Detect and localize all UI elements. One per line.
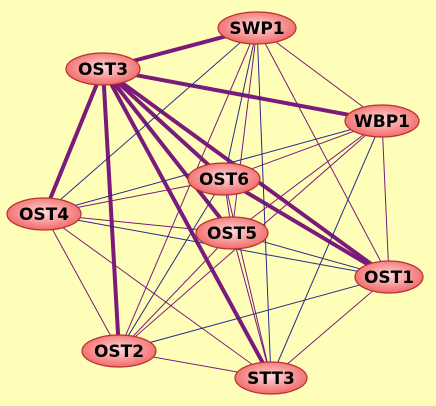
node-shape [187, 162, 261, 196]
node-label: OST1 [364, 268, 414, 288]
node-shape [6, 197, 82, 231]
node-ost6[interactable]: OST6 [187, 162, 261, 196]
node-label: OST5 [207, 224, 257, 244]
edge-swp1-stt3 [256, 27, 272, 379]
edge-ost3-stt3 [101, 67, 273, 380]
node-ost4[interactable]: OST4 [6, 197, 82, 231]
node-swp1[interactable]: SWP1 [217, 11, 297, 45]
node-ost2[interactable]: OST2 [81, 334, 157, 368]
node-wbp1[interactable]: WBP1 [344, 104, 420, 138]
node-label: STT3 [247, 369, 295, 389]
edge-ost4-ost2 [43, 213, 120, 352]
edge-ost6-stt3 [223, 178, 272, 379]
edge-ost3-ost4 [42, 67, 105, 216]
edge-swp1-ost5 [231, 27, 258, 234]
edge-ost5-stt3 [231, 232, 272, 379]
edge-ost3-ost6 [101, 67, 226, 181]
edge-ost4-stt3 [43, 213, 272, 379]
edge-wbp1-ost5 [231, 120, 383, 234]
node-shape [234, 361, 308, 395]
node-label: OST3 [78, 60, 128, 80]
node-shape [65, 52, 141, 86]
node-label: OST6 [199, 170, 249, 190]
edge-swp1-ost4 [43, 27, 258, 215]
node-shape [217, 11, 297, 45]
edge-swp1-ost2 [118, 27, 258, 352]
node-shape [354, 260, 424, 294]
node-label: SWP1 [229, 19, 284, 39]
edge-swp1-ost6 [223, 27, 258, 180]
node-ost3[interactable]: OST3 [65, 52, 141, 86]
node-shape [344, 104, 420, 138]
edge-ost3-ost2 [101, 67, 121, 353]
node-label: WBP1 [354, 112, 410, 132]
edge-ost1-stt3 [270, 276, 390, 379]
node-ost5[interactable]: OST5 [195, 216, 269, 250]
edge-ost6-ost1 [222, 177, 391, 279]
edge-ost5-ost2 [118, 232, 233, 352]
edge-ost3-ost5 [101, 67, 234, 235]
node-shape [195, 216, 269, 250]
edge-wbp1-ost1 [381, 120, 390, 278]
node-stt3[interactable]: STT3 [234, 361, 308, 395]
edge-ost1-ost2 [118, 276, 390, 352]
edge-wbp1-stt3 [270, 120, 383, 379]
edge-swp1-ost1 [256, 27, 390, 278]
edge-ost6-ost2 [118, 178, 225, 352]
edge-swp1-wbp1 [256, 27, 383, 122]
node-label: OST4 [19, 205, 69, 225]
node-label: OST2 [94, 342, 144, 362]
node-ost1[interactable]: OST1 [354, 260, 424, 294]
node-shape [81, 334, 157, 368]
